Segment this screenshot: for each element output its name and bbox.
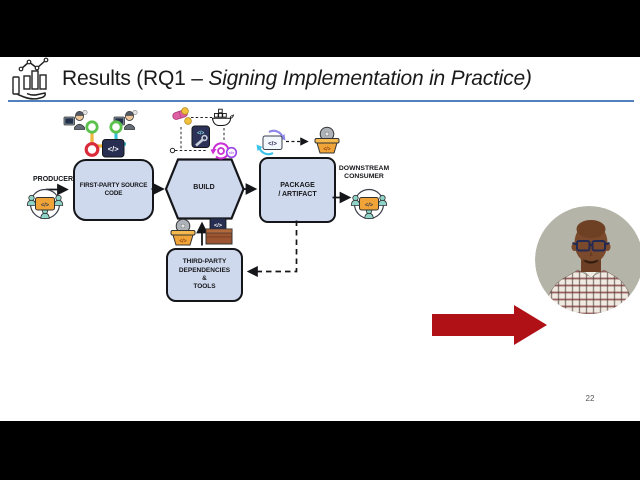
title-prefix: Results (RQ1 – xyxy=(62,67,209,90)
first-party-source-code-box: FIRST-PARTY SOURCE CODE xyxy=(73,159,154,221)
page-number: 22 xyxy=(585,394,595,403)
title-underline xyxy=(8,100,634,102)
speaker-portrait xyxy=(535,206,640,314)
producer-label: PRODUCER xyxy=(32,176,74,183)
letterbox-bottom xyxy=(0,421,640,480)
third-party-dependencies-box: THIRD-PARTY DEPENDENCIES & TOOLS xyxy=(166,248,243,302)
results-hand-chart-icon xyxy=(12,57,49,100)
webcam-overlay xyxy=(534,205,640,315)
title-row: Results (RQ1 – Signing Implementation in… xyxy=(12,57,532,100)
title-italic-part: Signing Implementation in Practice) xyxy=(208,67,532,90)
build-label: BUILD xyxy=(193,184,215,192)
downstream-consumer-label: DOWNSTREAM CONSUMER xyxy=(338,165,390,181)
page-title: Results (RQ1 – Signing Implementation in… xyxy=(62,67,532,91)
letterbox-top xyxy=(0,0,640,57)
slide-background xyxy=(0,57,640,421)
glasses xyxy=(572,240,610,252)
package-artifact-box: PACKAGE / ARTIFACT xyxy=(259,157,336,223)
